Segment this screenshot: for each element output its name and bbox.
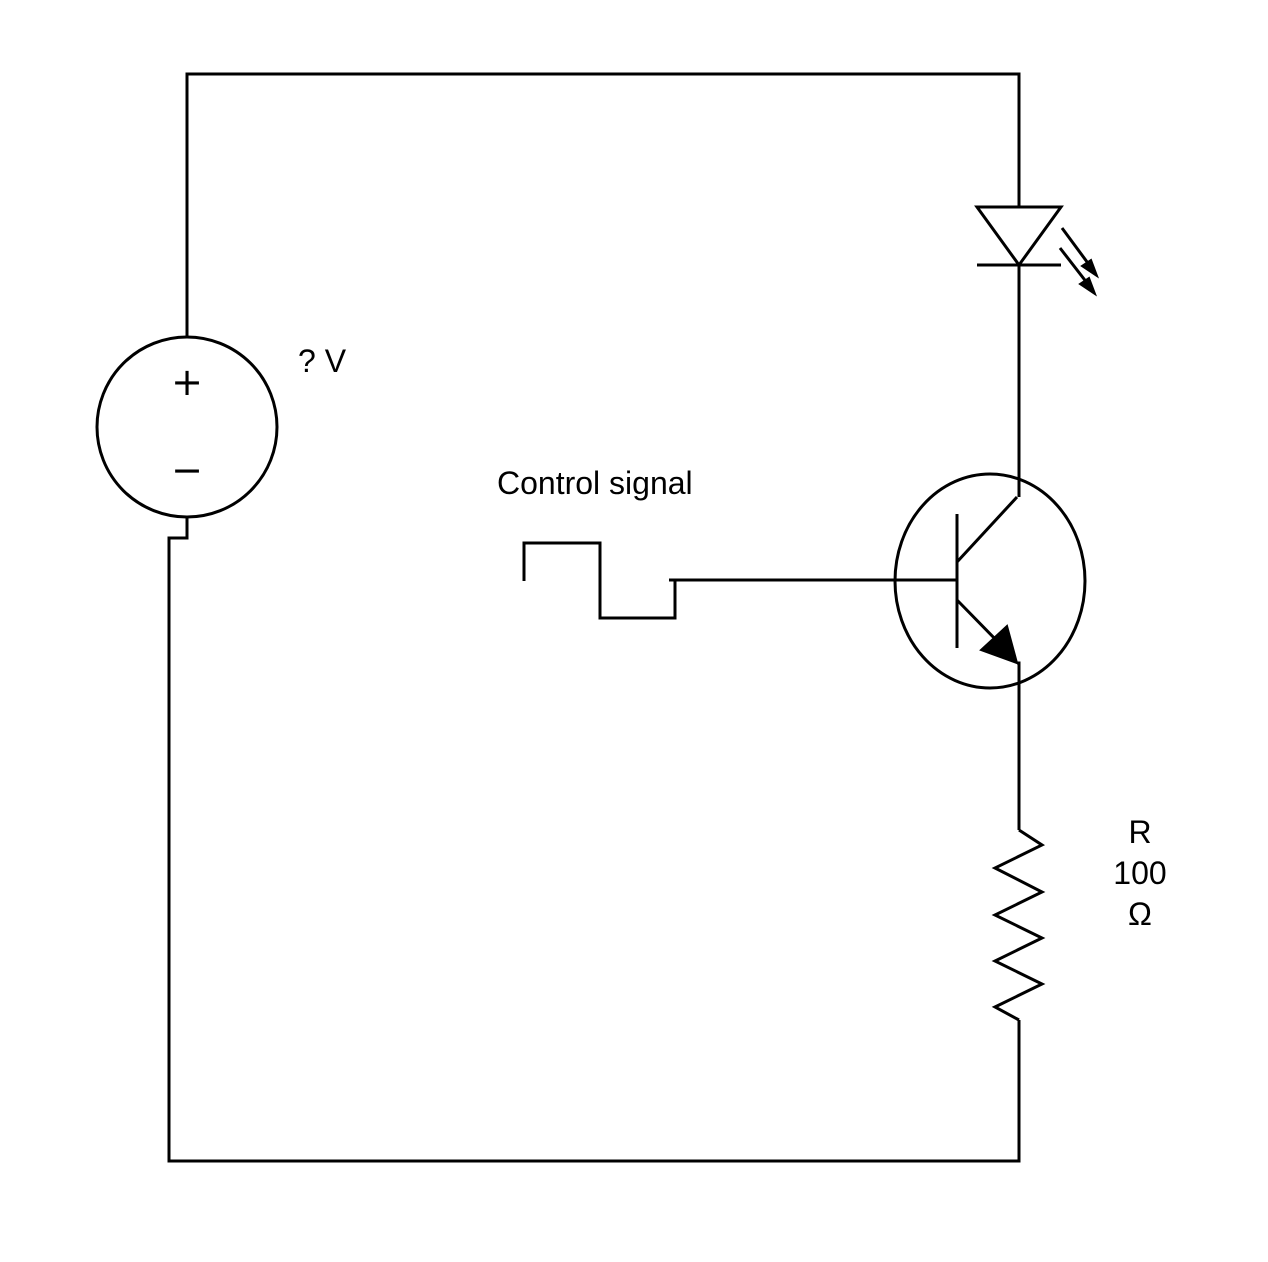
source-plus-sign: + bbox=[171, 360, 203, 404]
wire-emitter-resistor bbox=[1017, 661, 1021, 830]
square-wave-icon bbox=[522, 541, 677, 620]
source-minus-sign: − bbox=[171, 448, 203, 492]
resistor-icon bbox=[991, 828, 1046, 1022]
led-icon bbox=[974, 205, 1100, 297]
wire-bottom bbox=[167, 517, 1021, 1163]
wire-top bbox=[185, 72, 1021, 337]
resistor-label-unit: Ω bbox=[1128, 896, 1152, 932]
control-signal-label: Control signal bbox=[497, 465, 693, 501]
resistor-label-value: 100 bbox=[1113, 855, 1166, 891]
source-voltage-label: ? V bbox=[298, 343, 347, 379]
resistor-label-r: R bbox=[1128, 814, 1151, 850]
dc-voltage-source-icon bbox=[95, 335, 279, 519]
